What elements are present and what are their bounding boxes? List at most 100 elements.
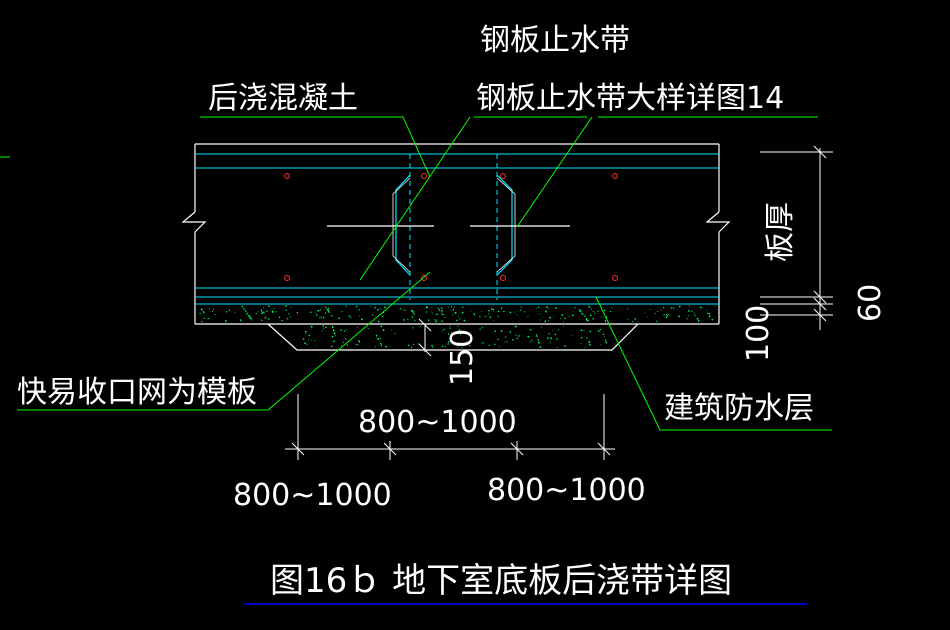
stipple-dot	[609, 310, 612, 313]
stipple-dot	[509, 331, 512, 333]
stipple-dot	[605, 321, 606, 323]
stipple-dot	[425, 306, 428, 309]
stipple-dot	[564, 317, 566, 320]
stipple-dot	[589, 343, 591, 346]
stipple-dot	[325, 307, 327, 309]
stipple-dot	[542, 316, 544, 318]
stipple-dot	[359, 315, 360, 317]
stipple-dot	[634, 318, 636, 320]
stipple-dot	[332, 329, 335, 332]
stipple-dot	[663, 314, 665, 316]
stipple-dot	[499, 346, 500, 348]
stipple-dot	[469, 344, 471, 347]
stipple-dot	[306, 343, 308, 345]
stipple-dot	[377, 320, 380, 323]
stipple-dot	[261, 310, 263, 312]
stipple-dot	[317, 310, 319, 312]
stipple-dot	[706, 309, 708, 311]
stipple-dot	[304, 330, 307, 333]
stipple-dot	[563, 321, 564, 323]
stipple-dot	[214, 314, 216, 316]
stipple-dot	[488, 309, 490, 312]
stipple-dot	[564, 345, 566, 347]
stipple-dot	[201, 320, 203, 323]
stipple-dot	[357, 344, 359, 346]
stipple-dot	[601, 316, 603, 318]
stipple-dot	[320, 309, 322, 311]
stipple-dot	[457, 315, 459, 317]
stipple-dot	[331, 335, 334, 338]
stipple-dot	[385, 345, 388, 348]
stipple-dot	[288, 313, 290, 315]
stipple-dot	[535, 334, 538, 336]
stipple-dot	[611, 307, 613, 309]
stipple-dot	[589, 314, 592, 317]
stipple-dot	[444, 317, 446, 319]
stipple-dot	[289, 316, 291, 318]
stipple-dot	[661, 309, 663, 311]
stipple-dot	[500, 330, 503, 332]
stipple-dot	[698, 319, 700, 321]
stipple-dot	[488, 313, 490, 315]
stipple-dot	[377, 338, 380, 340]
stipple-dot	[584, 346, 586, 348]
stipple-dot	[418, 342, 420, 345]
stipple-dot	[549, 316, 551, 319]
stipple-dot	[708, 312, 710, 315]
stipple-dot	[380, 344, 383, 347]
stipple-dot	[281, 319, 283, 322]
stipple-dot	[314, 340, 316, 342]
stipple-dot	[504, 341, 506, 343]
stipple-dot	[384, 306, 386, 309]
stipple-dot	[488, 344, 490, 346]
stipple-dot	[713, 305, 715, 307]
stipple-dot	[588, 340, 590, 341]
stipple-dot	[286, 318, 289, 320]
stipple-dot	[321, 317, 323, 319]
stipple-dot	[503, 310, 505, 313]
stipple-dot	[456, 319, 458, 322]
stipple-dot	[479, 316, 481, 318]
stipple-dot	[375, 334, 377, 336]
stipple-dot	[268, 305, 270, 307]
stipple-dot	[589, 330, 592, 333]
stipple-dot	[452, 308, 455, 311]
stipple-dot	[380, 343, 382, 345]
stipple-dot	[203, 312, 205, 314]
stipple-dot	[330, 345, 333, 348]
stipple-dot	[331, 315, 333, 317]
stipple-dot	[372, 314, 374, 316]
stipple-dot	[485, 315, 487, 317]
stipple-dot	[545, 310, 547, 311]
stipple-dot	[324, 308, 326, 310]
caption: 图16ｂ 地下室底板后浇带详图	[270, 561, 732, 601]
stipple-dot	[324, 306, 327, 308]
stipple-dot	[497, 315, 499, 317]
stipple-dot	[458, 329, 461, 332]
stipple-dot	[242, 306, 244, 308]
stipple-dot	[431, 344, 433, 347]
stipple-dot	[441, 320, 443, 322]
stipple-dot	[412, 343, 415, 345]
stipple-dot	[320, 316, 322, 318]
stipple-dot	[272, 311, 274, 313]
stipple-dot	[506, 341, 508, 343]
stipple-dot	[571, 335, 573, 336]
stipple-dot	[605, 341, 608, 344]
stipple-dot	[199, 313, 201, 315]
label-post-cast-concrete: 后浇混凝土	[208, 81, 358, 116]
stipple-dot	[627, 308, 629, 310]
stipple-dot	[342, 341, 344, 344]
stipple-dot	[340, 345, 343, 347]
stipple-dot	[513, 311, 515, 313]
stipple-dot	[678, 315, 680, 318]
stipple-dot	[213, 308, 215, 310]
stipple-dot	[581, 312, 583, 314]
stipple-dot	[668, 313, 670, 316]
stipple-dot	[443, 328, 445, 331]
stipple-dot	[444, 346, 446, 348]
leader-lines	[0, 116, 832, 431]
stipple-dot	[555, 307, 557, 309]
stipple-dot	[539, 319, 541, 321]
dim-60: 60	[853, 284, 888, 322]
